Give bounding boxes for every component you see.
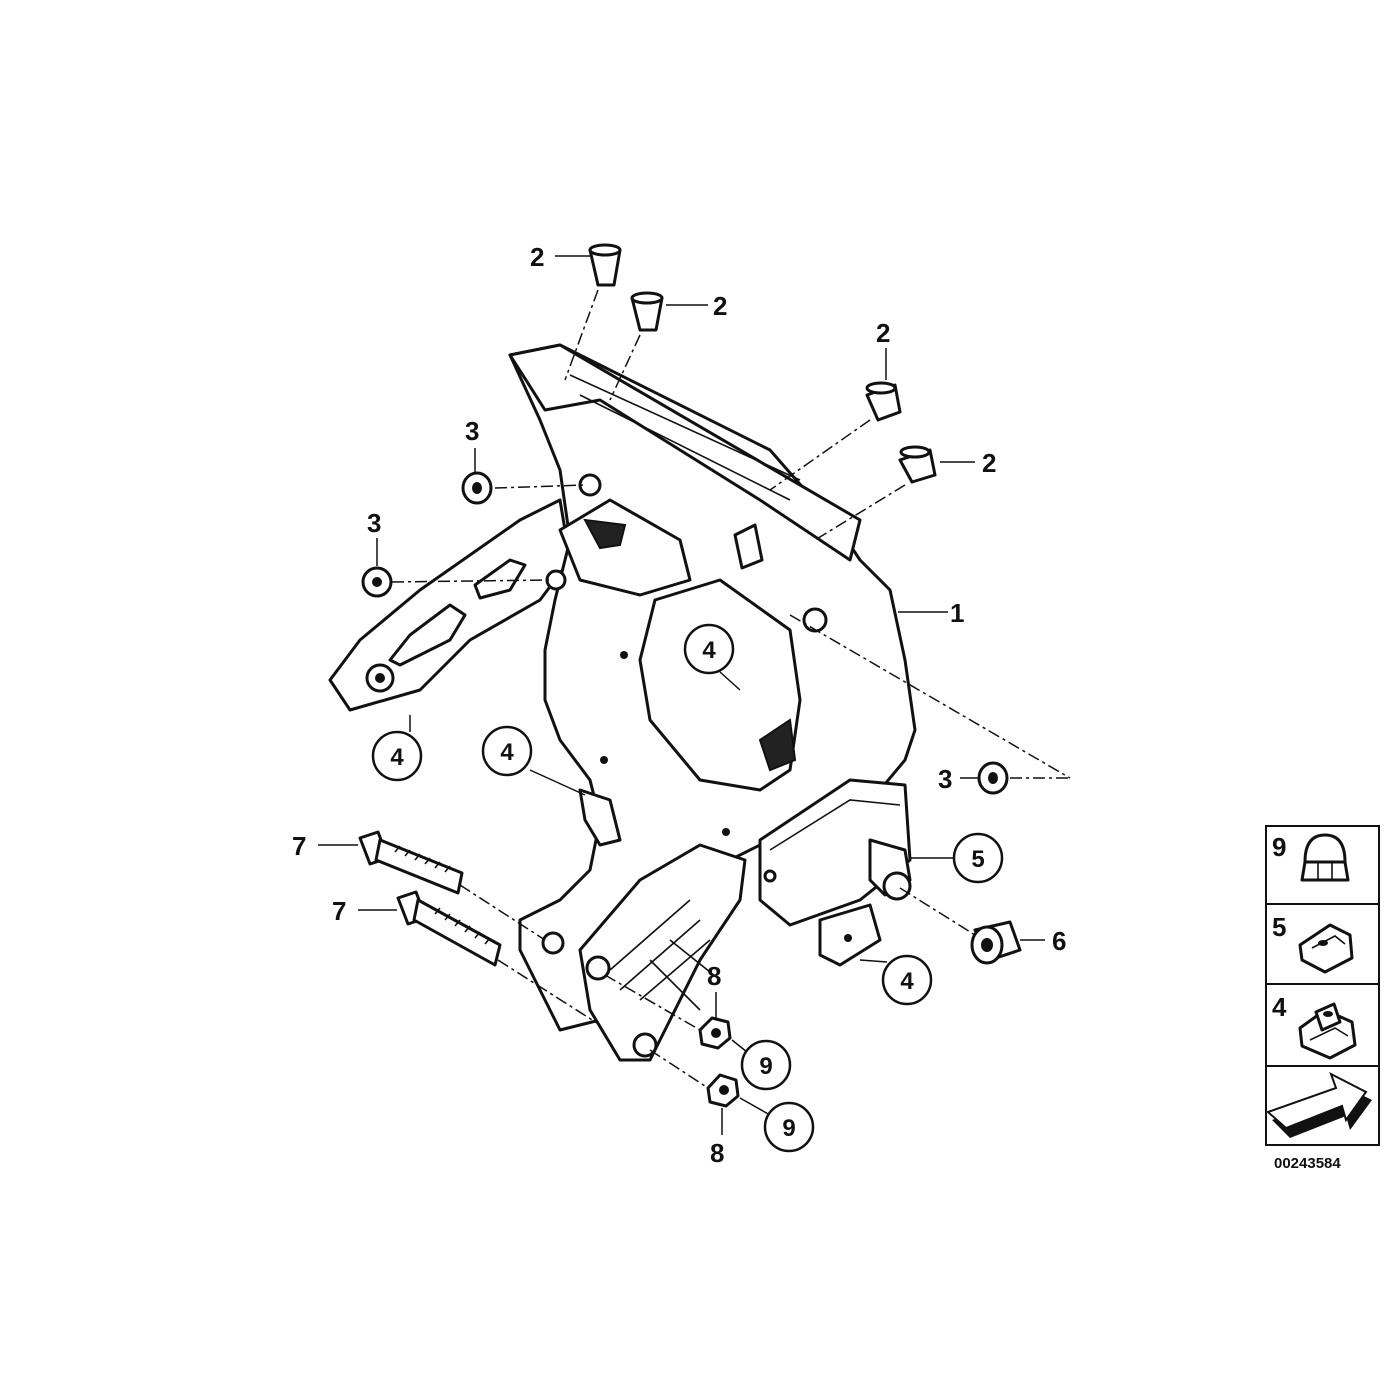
nut-parts (698, 1016, 740, 1108)
legend-item-5: 5 (1272, 912, 1354, 974)
callout-labels: 2 2 2 2 3 3 3 1 6 7 7 8 8 (292, 242, 1066, 1168)
legend-item-4: 4 (1272, 992, 1357, 1060)
legend-item-9: 9 (1272, 832, 1350, 882)
clip-nut-icon (1298, 1002, 1357, 1060)
callout-6-buffer: 6 (1052, 926, 1066, 956)
buffer-part (970, 920, 1022, 965)
callout-4-lower-right: 4 (900, 968, 914, 995)
arrow-icon (1266, 1071, 1372, 1138)
grommet-parts (361, 471, 1009, 795)
callout-8-upper: 8 (707, 961, 721, 991)
rivet-parts (588, 243, 937, 484)
leader-lines (318, 255, 1071, 1135)
callout-5-clip: 5 (971, 846, 984, 873)
legend-panel: 9 5 4 (1265, 825, 1380, 1172)
callout-3-left: 3 (367, 508, 381, 538)
cap-nut-icon (1300, 833, 1350, 882)
spring-clip-icon (1298, 923, 1354, 974)
callout-4-left: 4 (390, 744, 404, 771)
legend-number: 4 (1272, 992, 1287, 1022)
callout-2-top-middle: 2 (713, 291, 727, 321)
callout-2-top-right: 2 (876, 318, 890, 348)
callout-2-top-left: 2 (530, 242, 544, 272)
legend-number: 9 (1272, 832, 1286, 862)
callout-4-middle: 4 (500, 739, 514, 766)
callout-2-right: 2 (982, 448, 996, 478)
bracket-part (328, 343, 917, 1062)
callout-8-lower: 8 (710, 1138, 724, 1168)
callout-7-upper: 7 (292, 831, 306, 861)
legend-number: 5 (1272, 912, 1286, 942)
diagram-number: 00243584 (1274, 1155, 1341, 1172)
callout-7-lower: 7 (332, 896, 346, 926)
callout-9-lower: 9 (782, 1115, 795, 1142)
callout-3-upper: 3 (465, 416, 479, 446)
callout-3-right: 3 (938, 764, 952, 794)
callout-1-bracket: 1 (950, 598, 964, 628)
circled-callouts: 4 4 4 4 5 9 9 (371, 623, 1004, 1153)
callout-4-center: 4 (702, 637, 716, 664)
bolt-parts (358, 830, 502, 967)
callout-9-upper: 9 (759, 1053, 772, 1080)
